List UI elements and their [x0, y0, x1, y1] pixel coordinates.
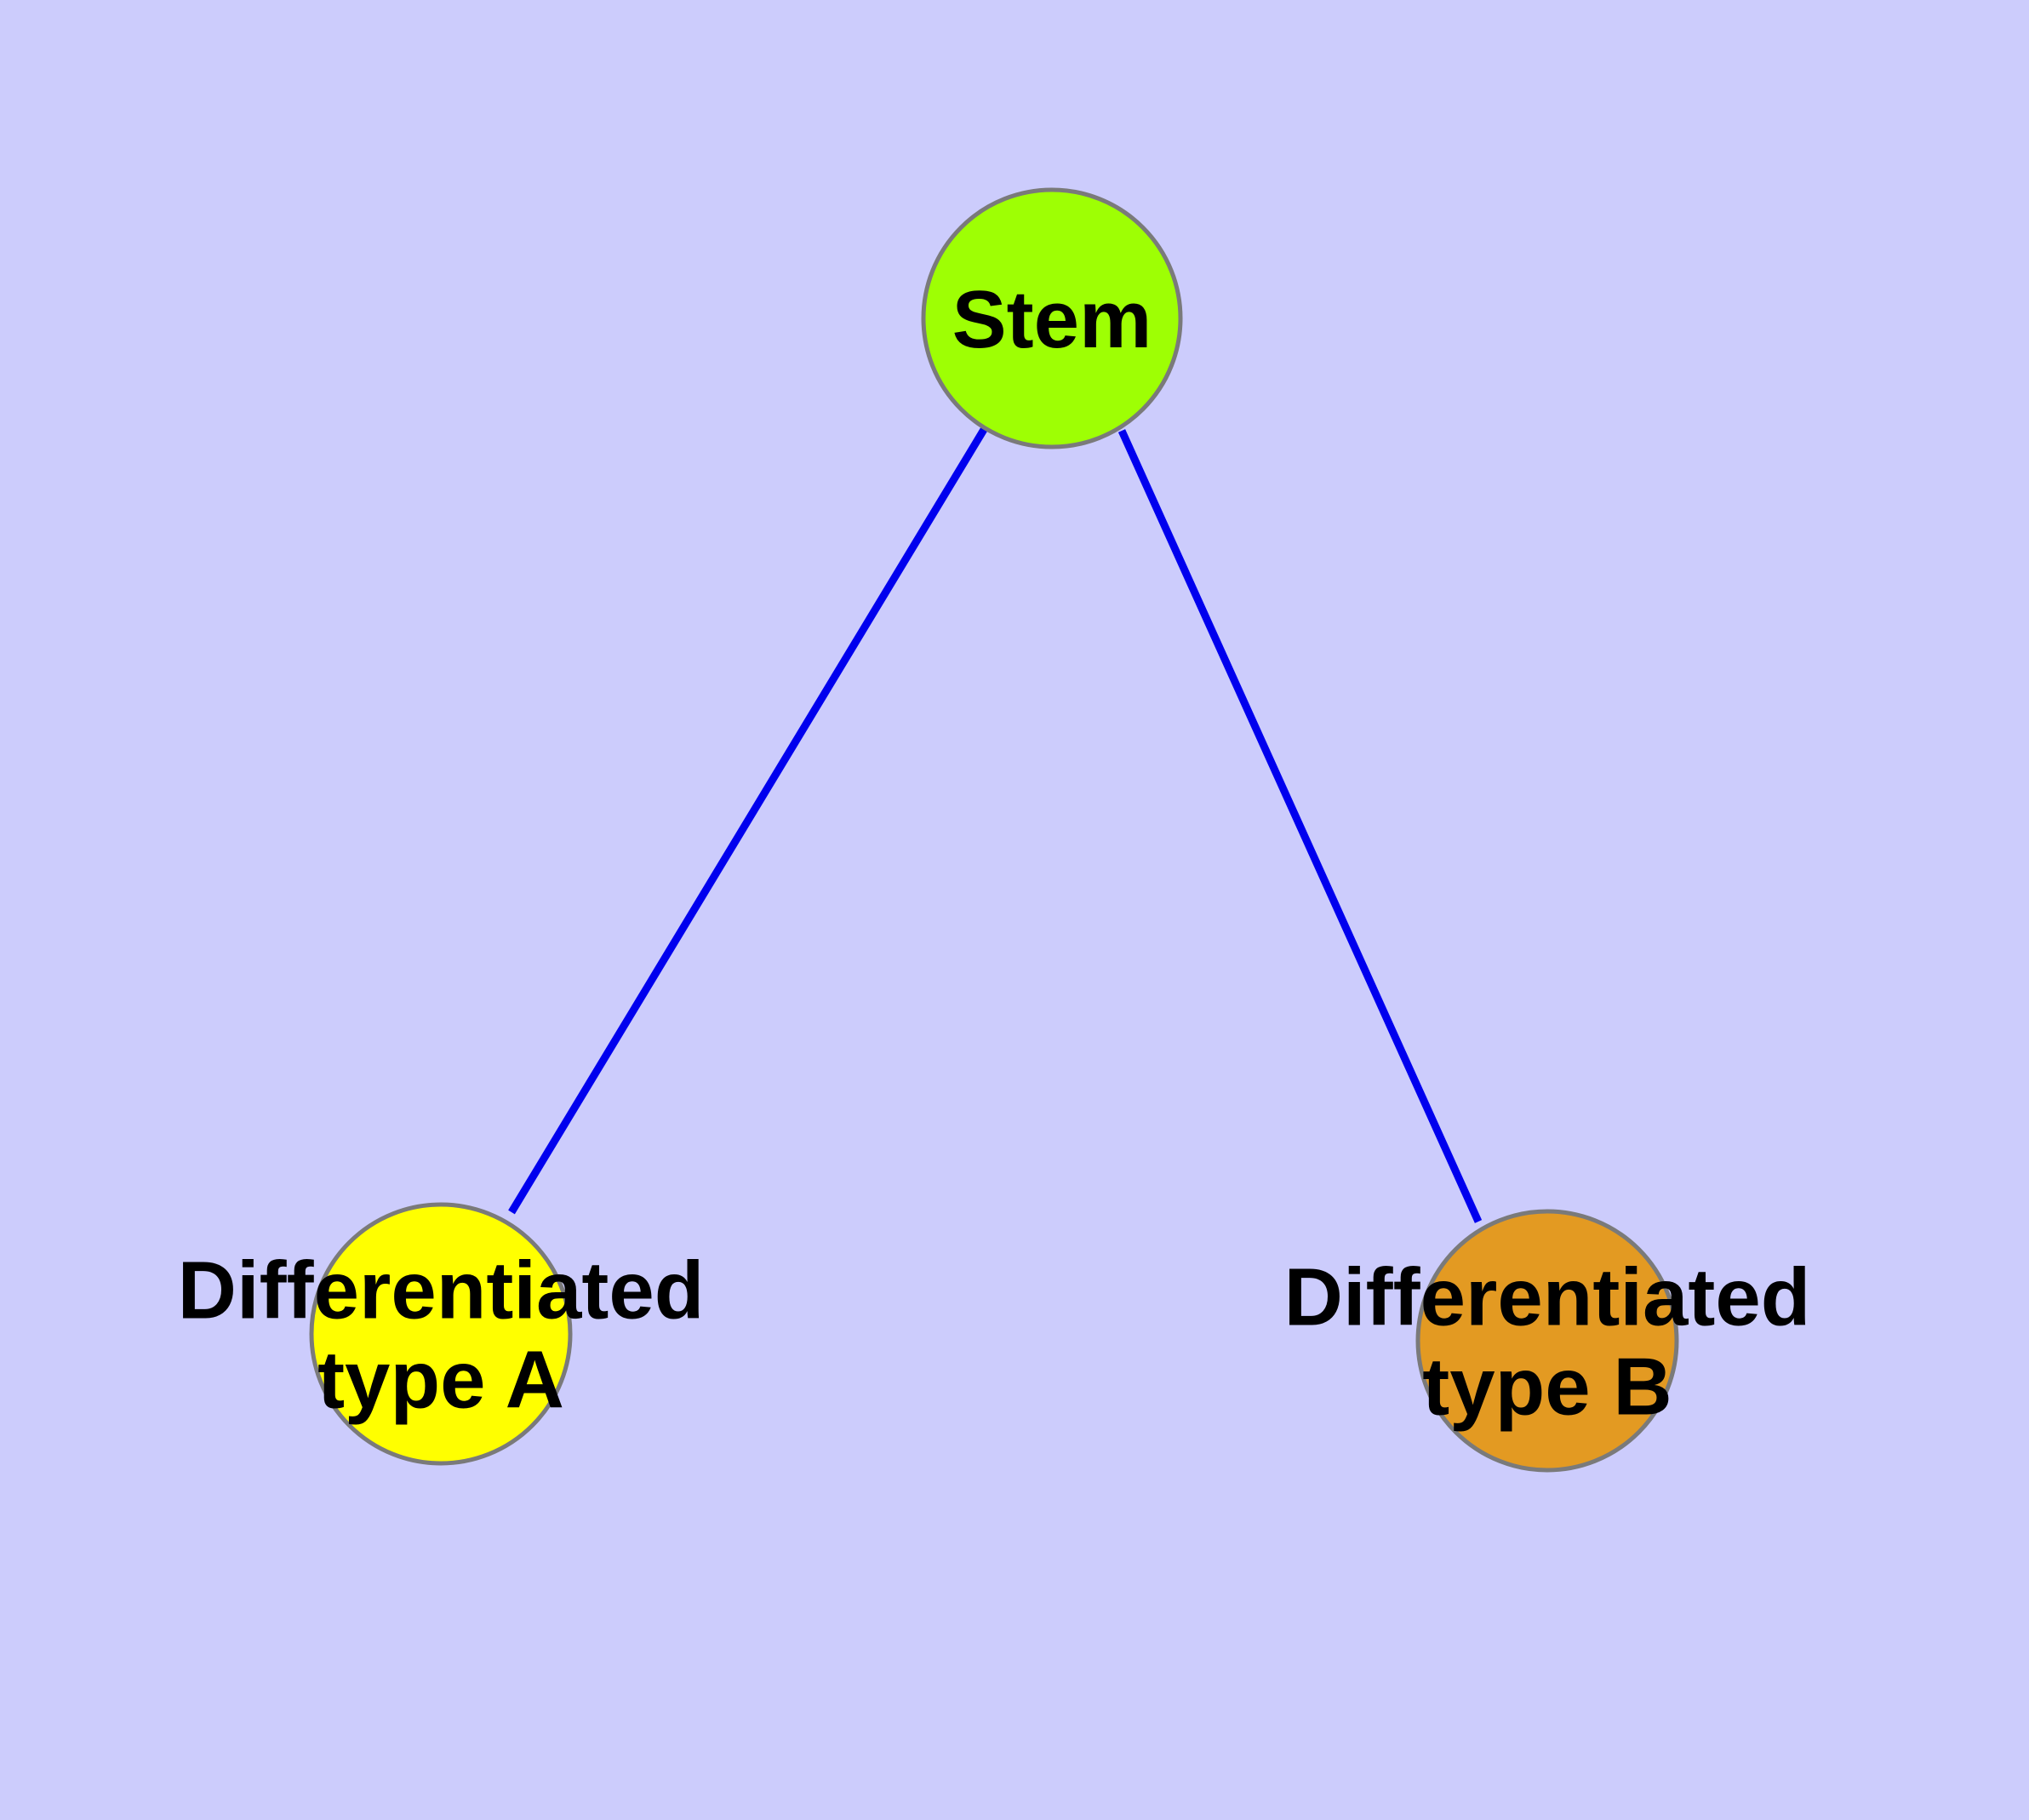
- edge-layer: [508, 426, 1483, 1223]
- node-stem[interactable]: [921, 187, 1183, 449]
- node-label-line: Stem: [952, 274, 1152, 365]
- edge-stem-diff-b[interactable]: [1117, 429, 1483, 1223]
- node-layer: [309, 187, 1679, 1473]
- node-diff-a[interactable]: [309, 1202, 573, 1466]
- node-label-line: type B: [1422, 1342, 1672, 1433]
- node-label-line: Differentiated: [1284, 1252, 1811, 1343]
- node-label-line: type A: [317, 1335, 564, 1426]
- node-label-line: Differentiated: [178, 1245, 705, 1336]
- edge-stem-diff-a[interactable]: [508, 426, 988, 1215]
- node-diff-b[interactable]: [1415, 1209, 1679, 1473]
- node-label-stem: Stem: [952, 274, 1152, 365]
